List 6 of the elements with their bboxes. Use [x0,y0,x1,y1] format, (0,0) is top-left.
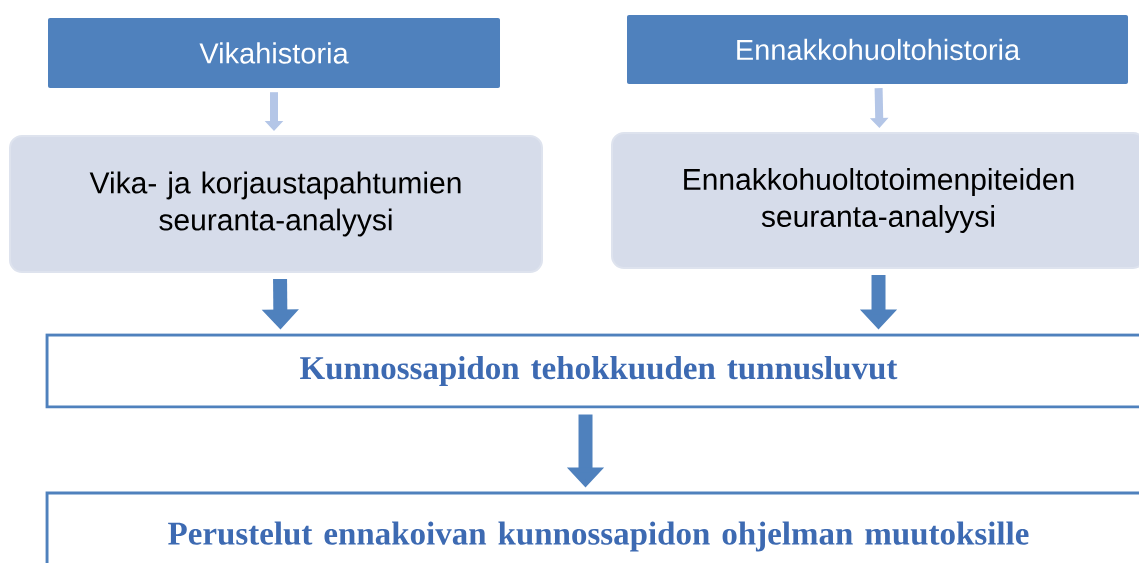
result-box: Kunnossapidon tehokkuuden tunnusluvut [45,333,1139,409]
header-box: Vikahistoria [48,18,500,88]
header-box: Ennakkohuoltohistoria [627,15,1128,84]
process-box: Ennakkohuoltotoimenpiteiden seuranta-analyysi [611,132,1139,269]
process-box: Vika- ja korjaustapahtumien seuranta-analyysi [9,135,543,273]
result-box: Perustelut ennakoivan kunnossapidon ohjelman muutoksille [45,491,1139,563]
